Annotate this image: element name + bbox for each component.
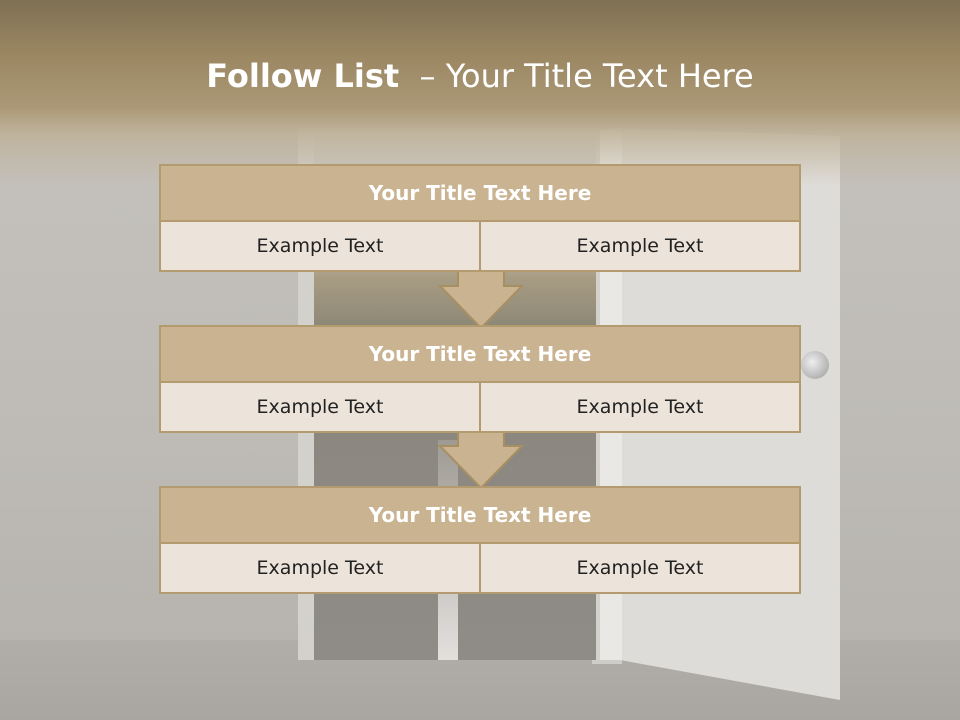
step-right-text: Example Text xyxy=(479,383,799,431)
step-row: Example Text Example Text xyxy=(161,544,799,592)
step-title: Your Title Text Here xyxy=(161,166,799,222)
step-right-text: Example Text xyxy=(479,544,799,592)
down-arrow-icon xyxy=(438,430,524,490)
step-block-1: Your Title Text Here Example Text Exampl… xyxy=(159,164,801,272)
slide-title: Follow List – Your Title Text Here xyxy=(0,54,960,98)
step-left-text: Example Text xyxy=(161,544,479,592)
step-row: Example Text Example Text xyxy=(161,222,799,270)
slide-title-rest: – Your Title Text Here xyxy=(419,57,754,95)
title-band xyxy=(0,0,960,185)
step-row: Example Text Example Text xyxy=(161,383,799,431)
step-right-text: Example Text xyxy=(479,222,799,270)
step-left-text: Example Text xyxy=(161,222,479,270)
step-left-text: Example Text xyxy=(161,383,479,431)
step-title: Your Title Text Here xyxy=(161,488,799,544)
slide-title-bold: Follow List xyxy=(206,57,400,95)
door-knob xyxy=(801,351,829,379)
step-block-2: Your Title Text Here Example Text Exampl… xyxy=(159,325,801,433)
step-block-3: Your Title Text Here Example Text Exampl… xyxy=(159,486,801,594)
down-arrow-icon xyxy=(438,270,524,330)
step-title: Your Title Text Here xyxy=(161,327,799,383)
